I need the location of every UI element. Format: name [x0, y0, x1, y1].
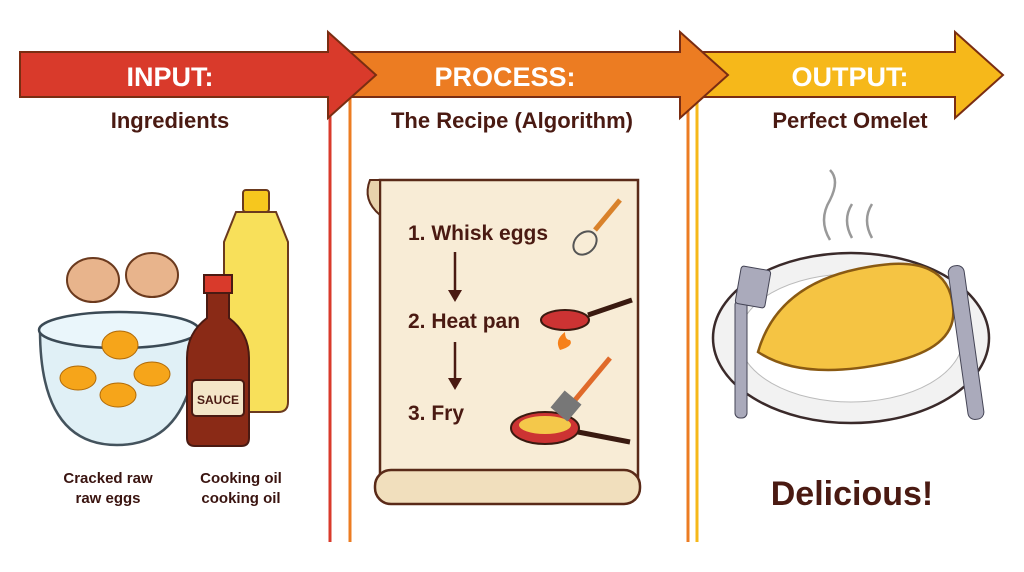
- output-subtitle: Perfect Omelet: [772, 108, 928, 133]
- process-subtitle: The Recipe (Algorithm): [391, 108, 633, 133]
- whisk-icon: [572, 198, 622, 256]
- oil-caption-line1: Cooking oil: [200, 470, 282, 487]
- egg-caption-line2: raw eggs: [75, 490, 140, 507]
- sauce-label: SAUCE: [197, 393, 239, 407]
- egg-bowl-illustration: [37, 252, 201, 447]
- step-heat-pan: 2. Heat pan: [408, 310, 520, 333]
- output-header: OUTPUT:: [792, 62, 909, 92]
- output-caption: Delicious!: [771, 475, 933, 513]
- pan-flame-icon: [540, 297, 633, 350]
- steam-icon: [822, 169, 837, 241]
- egg-caption-line1: Cracked raw: [63, 470, 153, 487]
- step-whisk-eggs: 1. Whisk eggs: [408, 222, 548, 245]
- arrow-process: PROCESS:: [344, 29, 730, 121]
- knife-icon: [947, 265, 985, 420]
- oil-caption-line2: cooking oil: [201, 490, 280, 507]
- frying-pan-omelet-icon: [510, 356, 631, 445]
- recipe-scroll: 1. Whisk eggs 2. Heat pan 3. Fry: [366, 178, 642, 506]
- omelet-plate-illustration: [711, 169, 991, 425]
- input-subtitle: Ingredients: [111, 108, 230, 133]
- process-header: PROCESS:: [434, 62, 575, 92]
- sauce-bottle-illustration: SAUCE: [186, 274, 250, 447]
- arrow-input: INPUT:: [19, 29, 378, 121]
- arrow-output: OUTPUT:: [699, 29, 1005, 121]
- fork-icon: [734, 265, 772, 419]
- step-fry: 3. Fry: [408, 402, 464, 425]
- input-header: INPUT:: [127, 62, 214, 92]
